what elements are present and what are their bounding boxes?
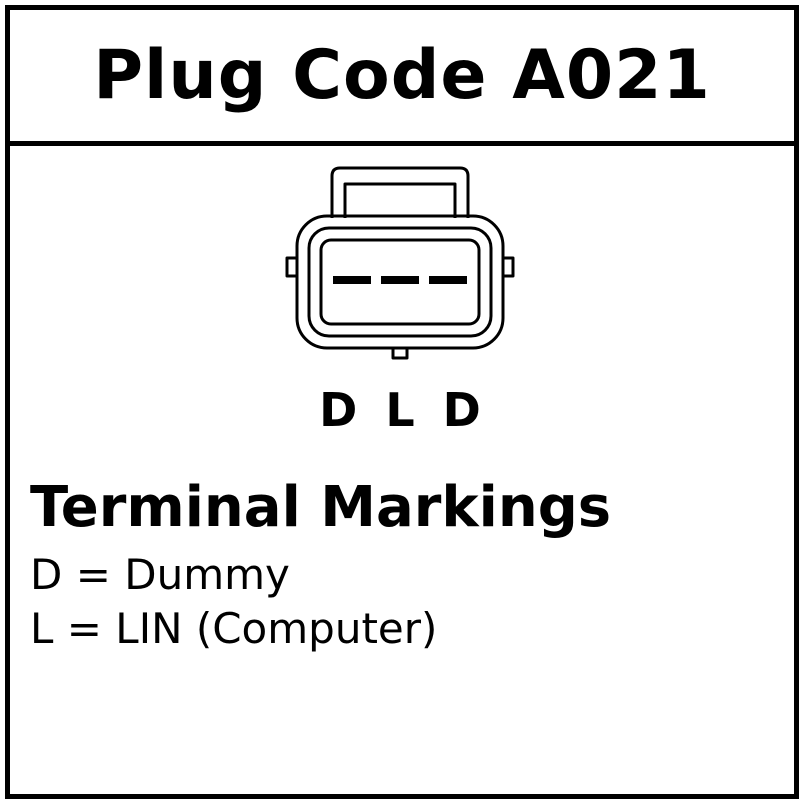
plug-code-title: Plug Code A021 [93, 36, 711, 115]
terminal-blade-2 [381, 276, 419, 284]
legend-entry-lin: L = LIN (Computer) [30, 604, 438, 653]
pin-label-1: D [319, 383, 358, 437]
pin-label-3: D [442, 383, 481, 437]
connector-tab-left [285, 256, 299, 278]
title-box: Plug Code A021 [10, 10, 794, 146]
pin-label-2: L [385, 383, 415, 437]
connector-drawing [285, 166, 515, 360]
terminal-blade-1 [333, 276, 371, 284]
connector-tab-right [501, 256, 515, 278]
connector-latch [330, 166, 470, 218]
legend-heading: Terminal Markings [30, 475, 612, 540]
terminal-blade-3 [429, 276, 467, 284]
terminal-legend: Terminal Markings D = Dummy L = LIN (Com… [30, 472, 611, 656]
plug-diagram-frame: Plug Code A021 [5, 5, 799, 799]
connector-housing-inner [307, 226, 493, 338]
connector-socket [319, 238, 481, 326]
connector-key [391, 346, 409, 360]
legend-entry-dummy: D = Dummy [30, 550, 290, 599]
pin-labels: D L D [300, 383, 500, 437]
connector-latch-inner [343, 182, 457, 218]
